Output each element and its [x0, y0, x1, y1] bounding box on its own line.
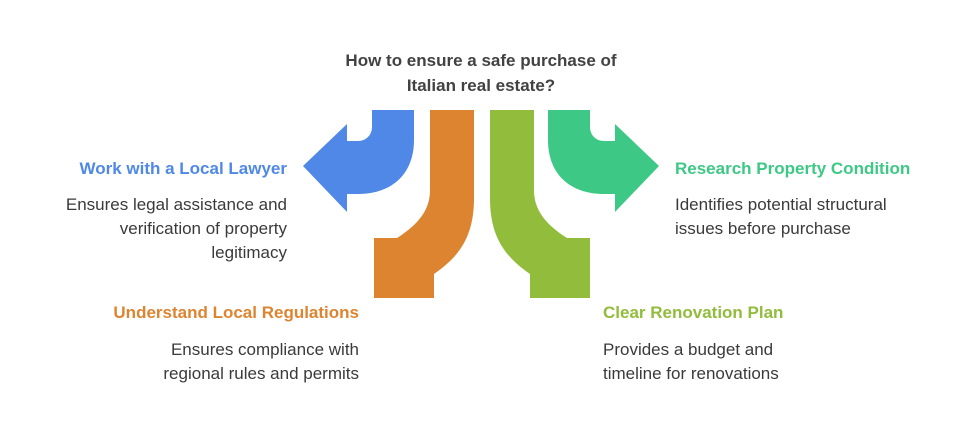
diagram-title: How to ensure a safe purchase of Italian… — [281, 48, 681, 98]
regulations-description: Ensures compliance with regional rules a… — [59, 338, 359, 386]
regulations-desc-line-1: Ensures compliance with — [170, 340, 359, 359]
title-line-1: How to ensure a safe purchase of — [345, 51, 617, 70]
renovation-heading: Clear Renovation Plan — [603, 303, 784, 322]
lawyer-desc-line-3: legitimacy — [211, 243, 287, 262]
regulations-heading: Understand Local Regulations — [113, 303, 359, 322]
arrow-curving-left-icon — [303, 110, 414, 212]
arrow-curving-right-icon — [548, 110, 659, 212]
lawyer-heading: Work with a Local Lawyer — [79, 159, 287, 178]
lawyer-description: Ensures legal assistance and verificatio… — [0, 193, 287, 265]
renovation-desc-line-1: Provides a budget and — [603, 340, 774, 359]
lawyer-desc-line-2: verification of property — [119, 219, 287, 238]
title-line-2: Italian real estate? — [406, 76, 556, 95]
research-desc-line-1: Identifies potential structural — [675, 195, 887, 214]
research-description: Identifies potential structural issues b… — [675, 193, 955, 241]
research-desc-line-2: issues before purchase — [675, 219, 851, 238]
research-heading: Research Property Condition — [675, 159, 911, 178]
regulations-desc-line-2: regional rules and permits — [163, 364, 359, 383]
arrow-curving-down-right-icon — [490, 110, 590, 298]
renovation-desc-line-2: timeline for renovations — [603, 364, 779, 383]
arrow-curving-down-left-icon — [374, 110, 474, 298]
lawyer-desc-line-1: Ensures legal assistance and — [65, 195, 287, 214]
renovation-description: Provides a budget and timeline for renov… — [603, 338, 903, 386]
